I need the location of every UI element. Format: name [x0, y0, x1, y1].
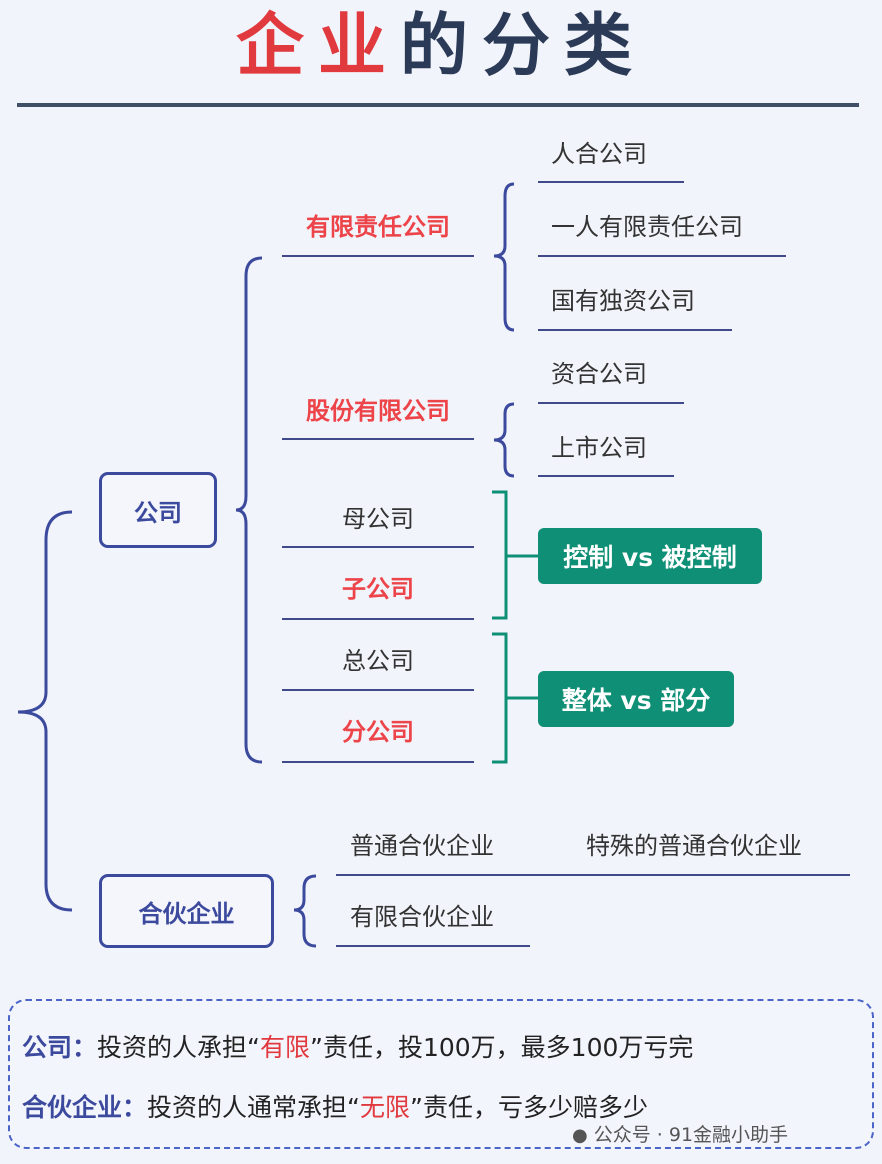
summary-partnership-key: 合伙企业： — [22, 1093, 148, 1122]
control-relation-text: 控制 vs 被控制 — [563, 543, 737, 572]
title-divider — [17, 103, 859, 107]
llc-child-3-underline — [538, 329, 732, 331]
head-office-label: 总公司 — [342, 647, 414, 675]
summary-company-key: 公司： — [22, 1033, 98, 1062]
limited-partnership-label: 有限合伙企业 — [350, 903, 494, 931]
summary-partnership-line: 合伙企业：投资的人通常承担“无限”责任，亏多少赔多少 — [22, 1091, 648, 1125]
summary-partnership-after: 责任，亏多少赔多少 — [422, 1093, 648, 1122]
head-branch-bracket — [492, 632, 538, 764]
summary-company-q-open: “ — [247, 1033, 260, 1062]
llc-brace — [493, 182, 515, 332]
head-office-underline — [282, 689, 474, 691]
footer-source-text: 公众号 · 91金融小助手 — [593, 1124, 789, 1146]
llc-label: 有限责任公司 — [306, 213, 450, 241]
control-relation-badge: 控制 vs 被控制 — [538, 528, 762, 584]
llc-underline — [282, 255, 474, 257]
page-title: 企业的分类 — [0, 2, 882, 92]
footer-source: ● 公众号 · 91金融小助手 — [572, 1120, 788, 1147]
summary-company-after: 责任，投100万，最多100万亏完 — [322, 1033, 694, 1062]
jsc-child-1: 资合公司 — [551, 360, 647, 388]
llc-child-1-underline — [538, 181, 684, 183]
jsc-underline — [282, 438, 474, 440]
jsc-child-2-underline — [538, 475, 674, 477]
jsc-label: 股份有限公司 — [306, 397, 450, 425]
llc-child-3: 国有独资公司 — [551, 287, 695, 315]
summary-partnership-quote: 无限 — [359, 1093, 410, 1122]
company-box: 公司 — [99, 472, 217, 548]
partnership-brace — [293, 874, 317, 948]
whole-part-relation-badge: 整体 vs 部分 — [538, 671, 734, 727]
jsc-brace — [493, 402, 515, 478]
general-partnership-label: 普通合伙企业 — [350, 832, 494, 860]
special-general-partnership-label: 特殊的普通合伙企业 — [586, 832, 802, 860]
llc-child-2: 一人有限责任公司 — [551, 213, 743, 241]
parent-company-underline — [282, 546, 474, 548]
subsidiary-underline — [282, 618, 474, 620]
summary-company-q-close: ” — [310, 1033, 323, 1062]
whole-part-relation-text: 整体 vs 部分 — [561, 686, 711, 715]
general-partnership-underline — [336, 874, 850, 876]
title-part2: 的分类 — [400, 7, 647, 86]
partnership-box: 合伙企业 — [99, 874, 274, 948]
company-brace — [235, 256, 263, 764]
subsidiary-label: 子公司 — [342, 575, 414, 603]
llc-child-2-underline — [538, 255, 786, 257]
summary-partnership-q-open: “ — [347, 1093, 360, 1122]
branch-label: 分公司 — [342, 718, 414, 746]
jsc-child-2: 上市公司 — [551, 434, 647, 462]
summary-company-before: 投资的人承担 — [97, 1033, 248, 1062]
parent-company-label: 母公司 — [342, 505, 414, 533]
branch-underline — [282, 761, 474, 763]
summary-company-quote: 有限 — [259, 1033, 310, 1062]
company-label: 公司 — [134, 498, 182, 527]
parent-sub-bracket — [492, 490, 538, 620]
summary-partnership-before: 投资的人通常承担 — [147, 1093, 348, 1122]
summary-box — [8, 999, 874, 1149]
partnership-label: 合伙企业 — [138, 899, 235, 928]
llc-child-1: 人合公司 — [551, 140, 647, 168]
root-brace — [17, 510, 73, 912]
summary-company-line: 公司：投资的人承担“有限”责任，投100万，最多100万亏完 — [22, 1031, 693, 1065]
title-part1: 企业 — [235, 7, 400, 86]
wechat-icon: ● — [572, 1125, 588, 1146]
jsc-child-1-underline — [538, 402, 684, 404]
limited-partnership-underline — [336, 945, 530, 947]
summary-partnership-q-close: ” — [410, 1093, 423, 1122]
